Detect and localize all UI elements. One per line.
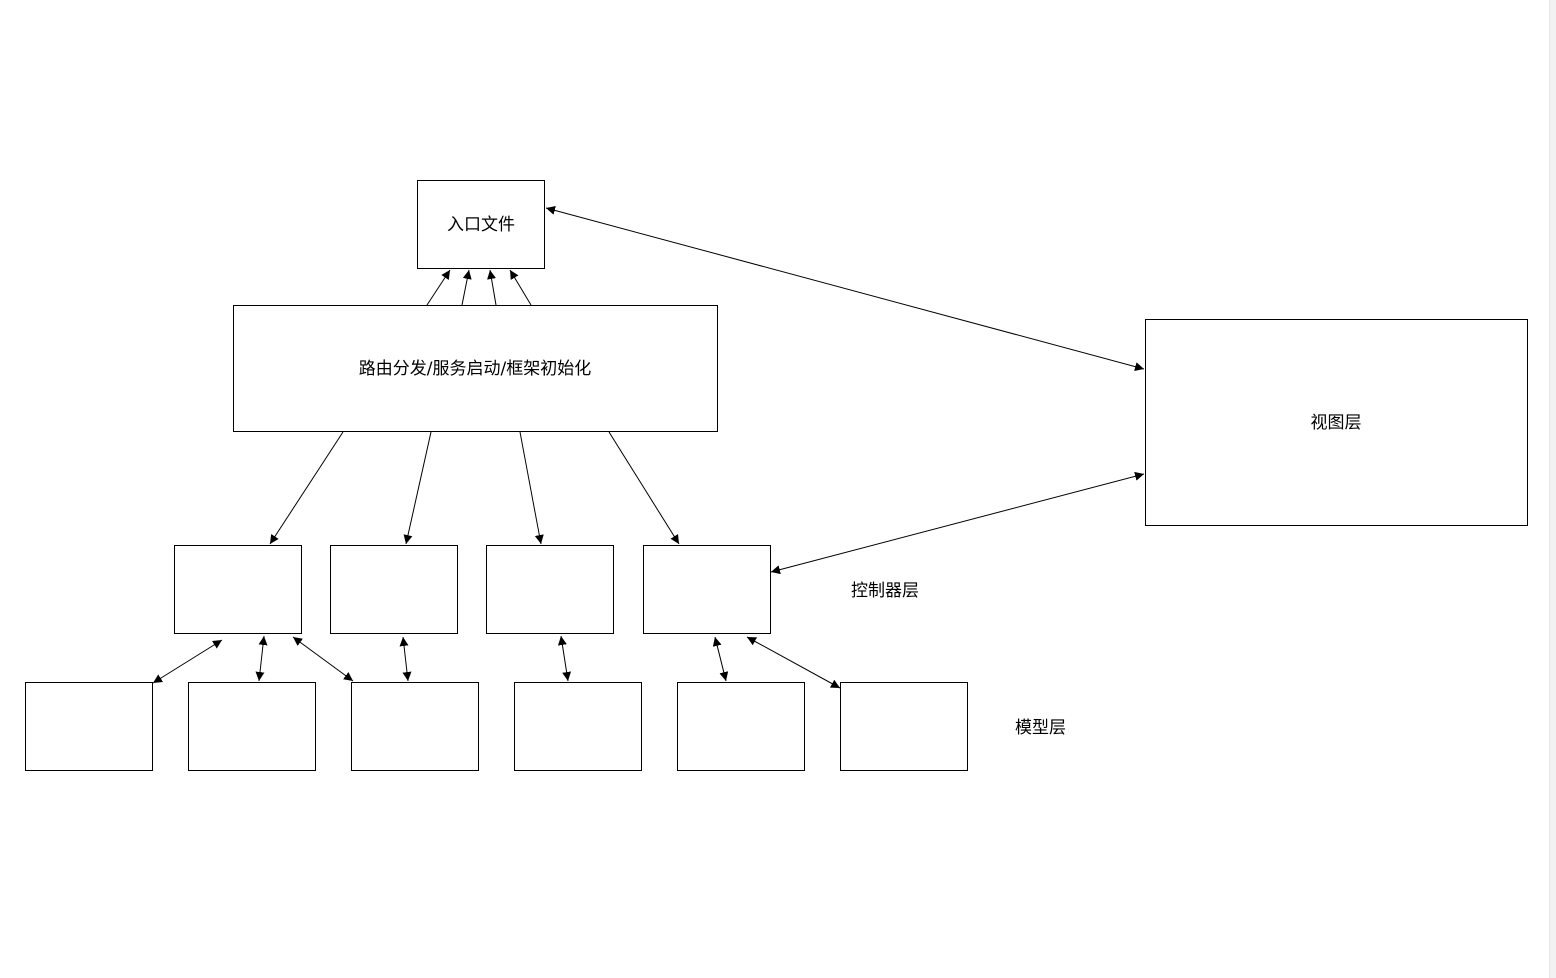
model-layer-label: 模型层 [1015,718,1066,738]
controller-layer-label: 控制器层 [851,581,919,601]
model-box-3 [351,682,479,771]
arrow-controller1-model2 [255,635,268,682]
router-node-label: 路由分发/服务启动/框架初始化 [359,359,591,379]
arrow-entry-view [545,205,1145,372]
controller-box-4 [643,545,771,634]
arrow-router-to-controller-2 [403,431,432,545]
controller-box-2 [330,545,458,634]
entry-node-label: 入口文件 [447,215,515,235]
model-box-4 [514,682,642,771]
model-box-2 [188,682,316,771]
arrow-controller3-model4 [557,635,572,682]
controller-box-1 [174,545,302,634]
view-node: 视图层 [1145,319,1528,526]
entry-node: 入口文件 [417,180,545,269]
arrow-router-to-entry-1 [426,269,451,306]
arrow-controller1-model1 [152,639,223,684]
model-box-6 [840,682,968,771]
arrow-controller4-model6 [746,636,841,689]
model-box-5 [677,682,805,771]
arrow-router-to-controller-1 [269,431,344,545]
arrow-router-to-controller-4 [608,431,680,545]
arrow-controller1-model3 [292,636,354,682]
arrow-controller4-model5 [712,636,729,682]
controller-box-3 [486,545,614,634]
model-box-1 [25,682,153,771]
arrow-controller2-model3 [399,636,412,682]
arrow-router-to-entry-2 [461,269,472,306]
window-right-edge [1549,0,1556,978]
arrow-router-to-entry-4 [509,269,532,306]
arrow-router-to-controller-3 [519,431,544,545]
router-node: 路由分发/服务启动/框架初始化 [233,305,718,432]
arrow-controller-view [770,471,1145,575]
arrow-router-to-entry-3 [487,269,497,306]
view-node-label: 视图层 [1311,413,1362,433]
